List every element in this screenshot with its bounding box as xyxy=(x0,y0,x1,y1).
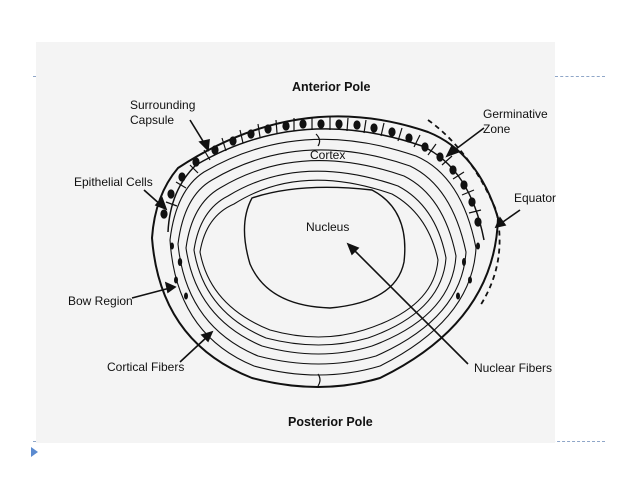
cortical-fibers-label: Cortical Fibers xyxy=(107,360,184,374)
nucleus-label: Nucleus xyxy=(306,220,349,234)
slide-bullet-icon xyxy=(31,447,38,457)
germinative-zone-label: Germinative xyxy=(483,107,548,121)
nuclear-fibers-label: Nuclear Fibers xyxy=(474,361,552,375)
surrounding-capsule-label-2: Capsule xyxy=(130,113,174,127)
anterior-pole-label: Anterior Pole xyxy=(292,80,371,94)
posterior-seam xyxy=(317,373,321,387)
surrounding-capsule-label: Surrounding xyxy=(130,98,195,112)
cortex-label: Cortex xyxy=(310,148,345,162)
bow-region-label: Bow Region xyxy=(68,294,133,308)
bow-region-nuclei xyxy=(170,242,480,300)
slide-top-rule-right xyxy=(555,76,605,77)
diagram-panel xyxy=(36,42,555,443)
epithelium-inner-boundary xyxy=(167,128,485,241)
lens-nucleus xyxy=(243,186,406,309)
lens-capsule-outline xyxy=(150,115,500,388)
label-pointers xyxy=(131,119,521,365)
epithelial-cell-layer xyxy=(160,117,482,227)
germinative-zone-label-2: Zone xyxy=(483,122,511,136)
cortical-fiber-layers xyxy=(169,138,477,376)
germinative-zone-dashed-curve xyxy=(427,119,501,307)
cortex-pointer xyxy=(315,133,321,147)
equator-label: Equator xyxy=(514,191,556,205)
epithelial-cells-label: Epithelial Cells xyxy=(74,175,153,189)
posterior-pole-label: Posterior Pole xyxy=(288,415,373,429)
